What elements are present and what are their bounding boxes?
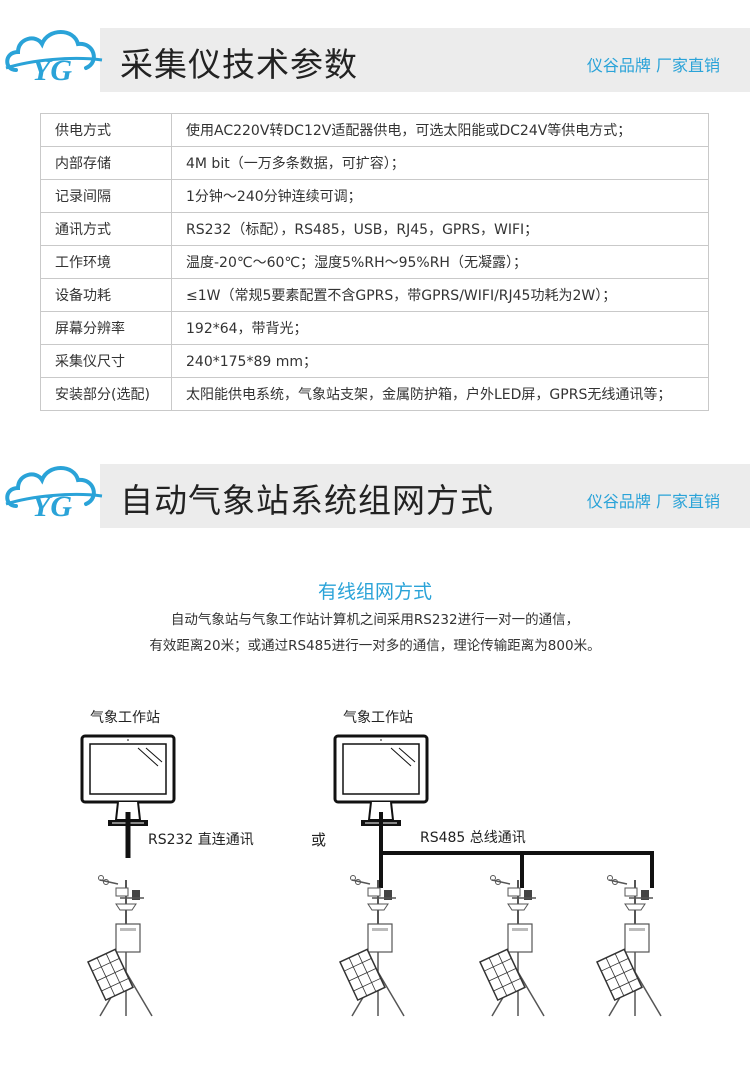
spec-row: 工作环境温度-20℃～60℃；湿度5%RH～95%RH（无凝露）； [40, 245, 709, 279]
svg-text:YG: YG [32, 490, 72, 520]
spec-value: 温度-20℃～60℃；湿度5%RH～95%RH（无凝露）； [171, 245, 709, 279]
brand-slogan: 仪谷品牌 厂家直销 [586, 492, 720, 511]
spec-key: 设备功耗 [40, 278, 172, 312]
spec-row: 安装部分(选配)太阳能供电系统，气象站支架，金属防护箱，户外LED屏，GPRS无… [40, 377, 709, 411]
spec-value: 使用AC220V转DC12V适配器供电，可选太阳能或DC24V等供电方式； [171, 113, 709, 147]
network-desc-line1: 自动气象站与气象工作站计算机之间采用RS232进行一对一的通信， [170, 612, 580, 628]
spec-key: 通讯方式 [40, 212, 172, 246]
spec-value: RS232（标配），RS485，USB，RJ45，GPRS，WIFI； [171, 212, 709, 246]
banner-bar [100, 464, 750, 528]
page-title: 采集仪技术参数 [120, 45, 358, 84]
spec-key: 供电方式 [40, 113, 172, 147]
network-heading: 有线组网方式 [317, 581, 432, 603]
spec-key: 工作环境 [40, 245, 172, 279]
banner-bar [100, 28, 750, 92]
spec-value: 240*175*89 mm； [171, 344, 709, 378]
spec-table: 供电方式使用AC220V转DC12V适配器供电，可选太阳能或DC24V等供电方式… [40, 113, 709, 411]
brand-slogan: 仪谷品牌 厂家直销 [586, 56, 720, 75]
section-banner-network: YG 自动气象站系统组网方式 仪谷品牌 厂家直销 [0, 436, 750, 528]
spec-key: 内部存储 [40, 146, 172, 180]
weather-station-2 [479, 874, 545, 1017]
weather-station-3 [596, 874, 662, 1017]
cloud-logo-icon: YG [5, 466, 103, 520]
pc-label-right: 气象工作站 [343, 710, 413, 726]
spec-value: ≤1W（常规5要素配置不含GPRS，带GPRS/WIFI/RJ45功耗为2W）； [171, 278, 709, 312]
svg-text:YG: YG [32, 54, 72, 84]
spec-key: 安装部分(选配) [40, 377, 172, 411]
spec-row: 供电方式使用AC220V转DC12V适配器供电，可选太阳能或DC24V等供电方式… [40, 113, 709, 147]
spec-value: 1分钟～240分钟连续可调； [171, 179, 709, 213]
or-label: 或 [311, 831, 327, 849]
spec-key: 记录间隔 [40, 179, 172, 213]
section-banner-specs: YG 采集仪技术参数 仪谷品牌 厂家直销 [0, 0, 750, 92]
spec-key: 采集仪尺寸 [40, 344, 172, 378]
network-desc-line2: 有效距离20米；或通过RS485进行一对多的通信，理论传输距离为800米。 [149, 638, 601, 654]
spec-value: 192*64，带背光； [171, 311, 709, 345]
rs232-label: RS232 直连通讯 [148, 832, 254, 848]
spec-value: 太阳能供电系统，气象站支架，金属防护箱，户外LED屏，GPRS无线通讯等； [171, 377, 709, 411]
weather-station-1 [339, 874, 405, 1017]
rs485-label: RS485 总线通讯 [420, 830, 526, 846]
pc-label-left: 气象工作站 [90, 710, 160, 726]
spec-key: 屏幕分辨率 [40, 311, 172, 345]
spec-row: 设备功耗≤1W（常规5要素配置不含GPRS，带GPRS/WIFI/RJ45功耗为… [40, 278, 709, 312]
weather-station-left [87, 874, 153, 1017]
network-diagram [80, 734, 662, 1017]
section-title: 自动气象站系统组网方式 [120, 481, 494, 520]
cloud-logo-icon: YG [5, 30, 103, 84]
spec-value: 4M bit（一万多条数据，可扩容）； [171, 146, 709, 180]
